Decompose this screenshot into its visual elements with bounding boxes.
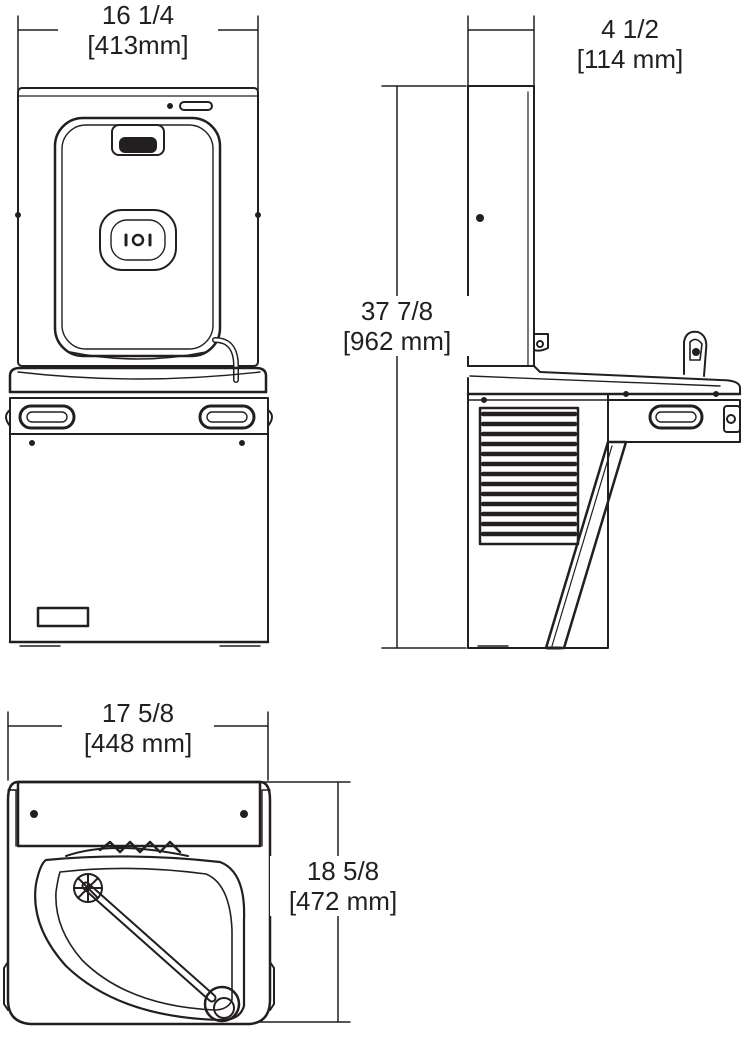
top-depth-metric: [472 mm] bbox=[288, 886, 398, 916]
height-dimension: 37 7/8 [962 mm] bbox=[318, 296, 476, 356]
top-bubbler-arm bbox=[73, 873, 241, 1023]
sensor-icon bbox=[99, 209, 177, 271]
filler-tower bbox=[17, 87, 259, 367]
side-tower bbox=[467, 85, 535, 367]
top-width-metric: [448 mm] bbox=[83, 728, 193, 758]
side-handle bbox=[648, 404, 704, 430]
louver-vent bbox=[478, 406, 580, 546]
top-depth-dimension: 18 5/8 [472 mm] bbox=[270, 856, 416, 916]
filler-nozzle bbox=[111, 124, 165, 156]
front-width-imperial: 16 1/4 bbox=[101, 0, 175, 30]
front-width-metric: [413mm] bbox=[87, 30, 189, 60]
height-metric: [962 mm] bbox=[342, 326, 452, 356]
front-width-dimension: 16 1/4 [413mm] bbox=[58, 0, 218, 60]
right-handle bbox=[198, 404, 256, 430]
status-indicator bbox=[179, 101, 213, 111]
filler-panel bbox=[53, 116, 222, 358]
top-view bbox=[3, 711, 351, 1026]
support-bracket bbox=[544, 440, 628, 650]
left-handle bbox=[18, 404, 76, 430]
height-imperial: 37 7/8 bbox=[360, 296, 434, 326]
side-depth-dimension: 4 1/2 [114 mm] bbox=[555, 14, 705, 74]
top-width-imperial: 17 5/8 bbox=[101, 698, 175, 728]
top-width-dimension: 17 5/8 [448 mm] bbox=[62, 698, 214, 758]
side-depth-imperial: 4 1/2 bbox=[601, 14, 659, 44]
side-view bbox=[381, 15, 742, 650]
bubbler bbox=[683, 330, 708, 377]
top-shell bbox=[6, 780, 272, 1026]
serial-label bbox=[36, 606, 90, 628]
basin-deck bbox=[8, 366, 268, 394]
front-cabinet bbox=[9, 433, 269, 643]
top-depth-imperial: 18 5/8 bbox=[306, 856, 380, 886]
front-view bbox=[5, 15, 273, 647]
side-depth-metric: [114 mm] bbox=[576, 44, 684, 74]
